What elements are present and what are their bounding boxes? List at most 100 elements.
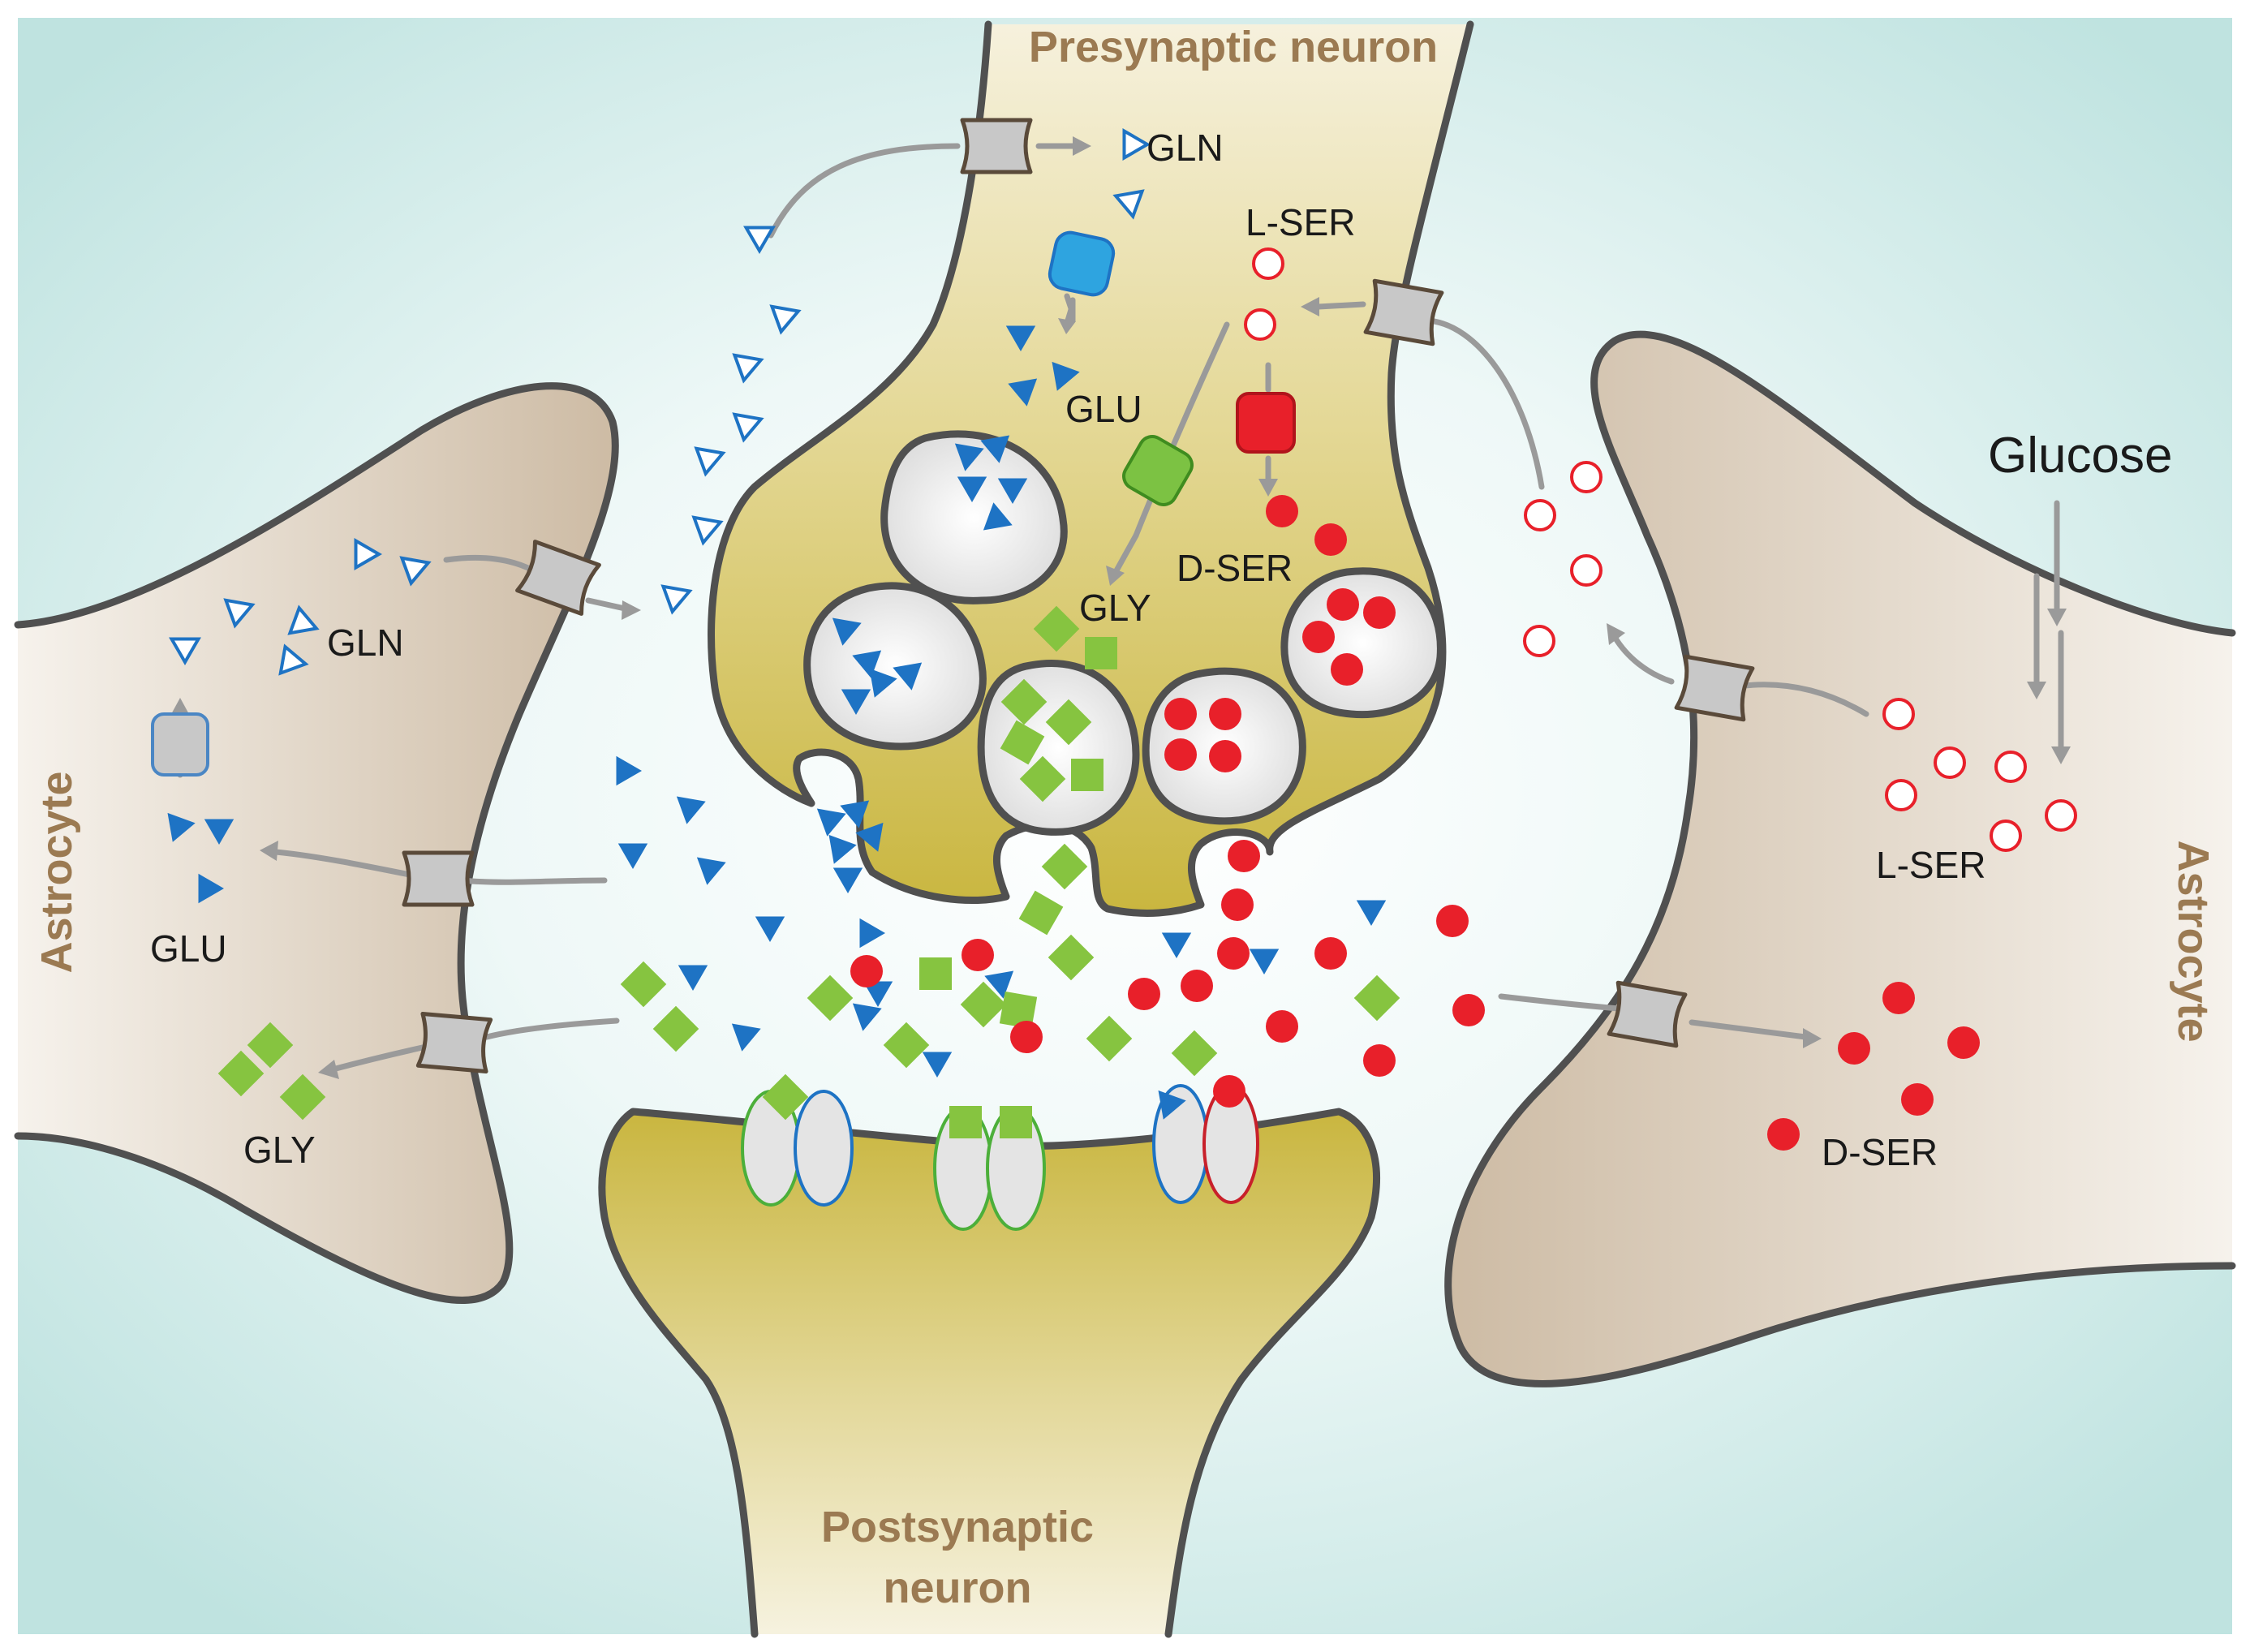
glutamine-molecule (1122, 128, 1151, 161)
d-serine-molecule (1436, 905, 1469, 937)
d-serine-molecule (1221, 888, 1254, 921)
glutamine-molecule (169, 637, 201, 665)
glutamate-molecule (731, 1023, 761, 1052)
arrowhead (622, 600, 641, 620)
d-serine-molecule (1266, 1010, 1298, 1043)
gly-presynaptic-label: GLY (1079, 587, 1151, 629)
glycine-molecule (1000, 1106, 1032, 1138)
glutamate-molecule (1052, 361, 1080, 391)
glycine-molecule (1071, 759, 1103, 791)
glycine-molecule (762, 1073, 809, 1121)
glutamate-molecule (983, 502, 1013, 531)
glutamate-molecule (984, 970, 1014, 999)
gln-left-astrocyte-label: GLN (327, 622, 404, 664)
glutamate-molecule (840, 800, 870, 828)
glutamine-molecule (278, 643, 309, 676)
glutamate-molecule (980, 435, 1010, 463)
astrocyte-right-label: Astrocyte (2169, 840, 2218, 1042)
glutamate-molecule (678, 965, 708, 991)
transporter-icon (415, 1011, 493, 1074)
arrow-glu-to-left-transporter (459, 877, 608, 885)
d-serine-molecule (1314, 523, 1347, 556)
glutamate-molecule (755, 916, 785, 942)
glycine-molecule (247, 1022, 294, 1069)
d-serine-molecule (1331, 653, 1363, 686)
glutamine-molecule (354, 538, 382, 570)
vesicle-dserine-2 (1280, 567, 1444, 719)
d-serine-molecule (850, 955, 883, 987)
glutamate-molecule (198, 873, 224, 904)
d-serine-molecule (1266, 495, 1298, 527)
glycine-molecule (1018, 890, 1064, 936)
glycine-molecule (279, 1073, 326, 1121)
glucose-label: Glucose (1988, 428, 2172, 484)
d-serine-molecule (1767, 1118, 1800, 1151)
glycine-molecule (1086, 1015, 1133, 1062)
glutamine-synthetase-enzyme (151, 712, 209, 777)
l-serine-molecule (1252, 247, 1284, 280)
astrocyte-left-label: Astrocyte (32, 771, 81, 973)
transporter-icon (1607, 980, 1688, 1048)
d-serine-molecule (1209, 698, 1241, 730)
postsynaptic-neuron-label-line1: Postsynaptic (821, 1503, 1094, 1551)
glutamine-molecule (732, 353, 764, 384)
glutamine-molecule (660, 584, 693, 615)
transporter-icon (1674, 654, 1755, 722)
glutamine-molecule (1112, 189, 1145, 220)
glycine-molecule (217, 1050, 265, 1097)
glu-presynaptic-label: GLU (1065, 388, 1142, 430)
dser-presynaptic-label: D-SER (1177, 547, 1293, 589)
d-serine-molecule (1314, 937, 1347, 970)
glycine-molecule (999, 991, 1038, 1030)
glycine-molecule (1033, 605, 1080, 652)
presynaptic-neuron-label: Presynaptic neuron (1029, 23, 1438, 71)
l-serine-molecule (1885, 779, 1917, 811)
glutamate-molecule (1161, 932, 1192, 958)
glutamine-molecule (287, 604, 320, 635)
transporter-icon (1363, 278, 1444, 346)
l-serine-molecule (1570, 461, 1603, 493)
arrow-gln-out-left (585, 597, 628, 612)
d-serine-molecule (1213, 1075, 1245, 1108)
glutamate-molecule (852, 1003, 882, 1031)
glycine-molecule (949, 1106, 982, 1138)
d-serine-molecule (962, 939, 994, 971)
glycine-molecule (1048, 934, 1095, 981)
l-serine-molecule (1934, 746, 1966, 779)
d-serine-molecule (1452, 994, 1485, 1026)
l-serine-molecule (2045, 799, 2077, 832)
l-serine-molecule (1570, 554, 1603, 587)
glutamate-molecule (869, 668, 897, 698)
receptor-glu-gly-left (741, 1090, 854, 1207)
gly-left-astrocyte-label: GLY (243, 1129, 316, 1171)
shmt-enzyme (1122, 435, 1194, 506)
arrow-gly-to-left-transporter (484, 1017, 620, 1040)
arrow-lser-to-right-transporter (1741, 682, 1869, 717)
l-serine-molecule (1990, 820, 2022, 852)
glutamine-molecule (691, 515, 724, 546)
serine-racemase-enzyme (1236, 392, 1296, 454)
glycine-molecule (960, 981, 1007, 1028)
glutamate-molecule (832, 617, 862, 646)
d-serine-molecule (1217, 937, 1250, 970)
glycine-molecule (1041, 843, 1088, 890)
d-serine-molecule (1901, 1083, 1934, 1116)
glutamate-molecule (893, 662, 923, 690)
glycine-molecule (1353, 974, 1400, 1022)
glycine-molecule (652, 1005, 699, 1052)
molecules (167, 128, 2077, 1151)
flow-arrows (170, 136, 2071, 1079)
glycine-molecule (807, 974, 854, 1022)
glycine-molecule (1000, 678, 1048, 725)
glutamate-molecule (616, 755, 642, 786)
glutamate-molecule (997, 478, 1028, 504)
l-serine-molecule (1524, 499, 1556, 531)
d-serine-molecule (1302, 621, 1335, 653)
transporter-icon (515, 540, 601, 616)
lser-presynaptic-label: L-SER (1245, 201, 1355, 243)
glutamine-molecule (743, 226, 776, 254)
glutaminase-enzyme (1048, 230, 1116, 297)
glutamate-molecule (954, 443, 984, 471)
glutamate-molecule (1158, 1090, 1186, 1120)
